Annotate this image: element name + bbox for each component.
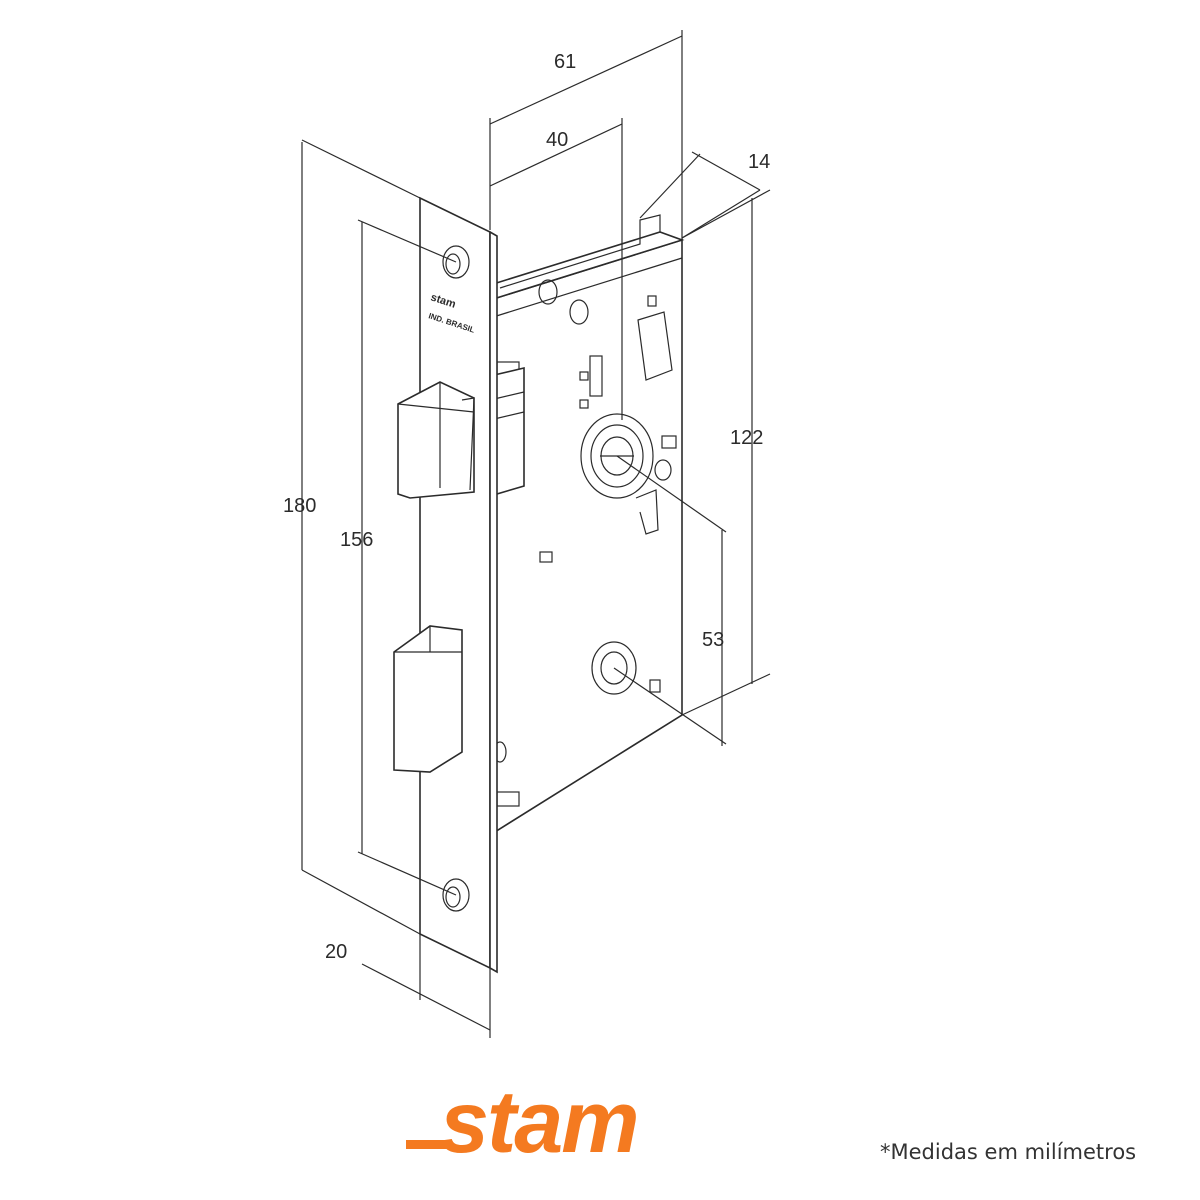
dim-case-thickness: 14 (748, 151, 770, 173)
lock-case (489, 214, 685, 837)
dim-faceplate-height: 180 (283, 495, 316, 517)
faceplate: stam IND. BRASIL (393, 196, 498, 974)
case-hole-top (538, 279, 558, 305)
stam-logo: stam (406, 1072, 639, 1171)
dim-handle-to-key: 53 (702, 629, 724, 651)
brand-logo: stam (440, 1072, 637, 1171)
dim-total-depth: 61 (554, 51, 576, 73)
slot (589, 355, 603, 397)
deadbolt (393, 625, 463, 773)
dim-screw-spacing: 156 (340, 529, 373, 551)
key-hub (591, 641, 637, 695)
units-note: *Medidas em milímetros (880, 1140, 1137, 1164)
dim-case-height: 122 (730, 427, 763, 449)
screw-hole-bottom (442, 878, 470, 912)
dimension-lines (301, 30, 771, 1038)
dim-faceplate-width: 20 (325, 941, 347, 963)
dim-backset: 40 (546, 129, 568, 151)
latch-lever (637, 311, 673, 381)
screw-hole-top (442, 245, 470, 279)
case-side-face (489, 238, 683, 837)
case-hole (569, 299, 589, 325)
latch-bolt (397, 381, 475, 499)
